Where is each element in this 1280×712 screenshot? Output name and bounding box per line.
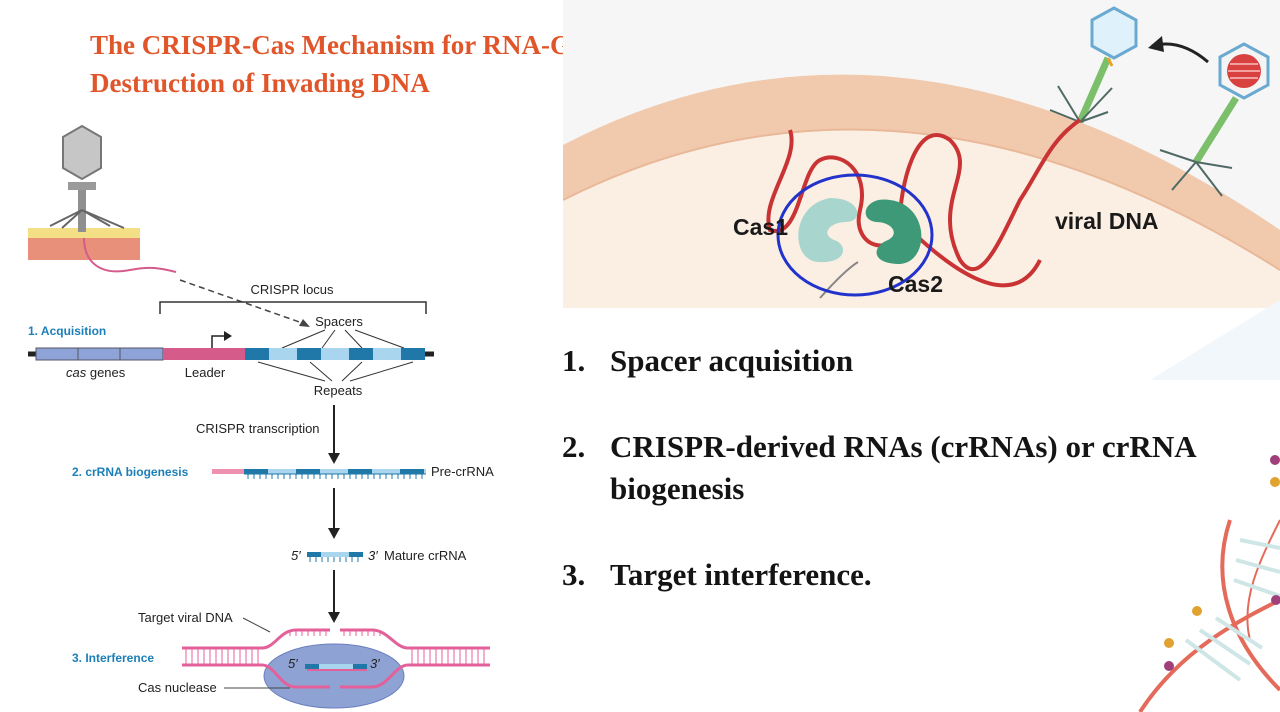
cas-genes-block [35, 347, 164, 361]
mature-3prime: 3′ [368, 548, 378, 563]
slide-title: The CRISPR-Cas Mechanism for RNA-Guided … [90, 26, 770, 102]
title-line-2: Destruction of Invading DNA [90, 68, 430, 98]
decor-dot [1164, 638, 1174, 648]
leader-label: Leader [185, 365, 226, 380]
cas1-label: Cas1 [733, 214, 788, 240]
viral-dna-label: viral DNA [1055, 208, 1159, 234]
pre-crrna-strand [244, 469, 426, 479]
step-number: 2. [562, 429, 586, 464]
mature-5prime: 5′ [291, 548, 301, 563]
bound-crrna [305, 664, 367, 669]
phage-approaching-icon [1159, 42, 1270, 197]
mature-crrna-label: Mature crRNA [384, 548, 467, 563]
phage-injection-icon [28, 124, 177, 273]
phage-docking-icon [1049, 6, 1138, 124]
step-text: Target interference. [610, 557, 872, 592]
step-item: 2. CRISPR-derived RNAs (crRNAs) or crRNA… [562, 426, 1202, 510]
title-line-1: The CRISPR-Cas Mechanism for RNA-Guided [90, 30, 636, 60]
cas1-protein [798, 198, 858, 263]
decor-dot [1270, 455, 1280, 465]
transcription-label: CRISPR transcription [196, 421, 320, 436]
cas-nuclease-label: Cas nuclease [138, 680, 217, 695]
cas2-label: Cas2 [888, 271, 943, 297]
cas-complex-ring [776, 173, 934, 297]
crispr-locus-label: CRISPR locus [250, 282, 334, 297]
repeats-label: Repeats [314, 383, 363, 398]
repeat-spacer-array [245, 348, 425, 360]
pre-crrna-label: Pre-crRNA [431, 464, 494, 479]
bound-5prime: 5′ [288, 656, 298, 671]
mechanism-steps-list: 1. Spacer acquisition 2. CRISPR-derived … [562, 340, 1202, 596]
step-item: 3. Target interference. [562, 554, 1202, 596]
decor-dot [1271, 595, 1280, 605]
cas2-protein [865, 199, 922, 264]
step2-heading: 2. crRNA biogenesis [72, 465, 189, 479]
pre-crrna-leader [212, 469, 244, 474]
decor-dot [1192, 606, 1202, 616]
step1-heading: 1. Acquisition [28, 324, 106, 338]
step-number: 3. [562, 557, 586, 592]
step-text: CRISPR-derived RNAs (crRNAs) or crRNA bi… [610, 429, 1195, 506]
spacers-label: Spacers [315, 314, 363, 329]
target-dna-label: Target viral DNA [138, 610, 233, 625]
decor-dot [1270, 477, 1280, 487]
bound-3prime: 3′ [370, 656, 380, 671]
cas-genes-label: cas genes [66, 365, 126, 380]
step3-heading: 3. Interference [72, 651, 154, 665]
step-text: Spacer acquisition [610, 343, 854, 378]
step-item: 1. Spacer acquisition [562, 340, 1202, 382]
decor-dot [1164, 661, 1174, 671]
cas-nuclease-shape [263, 643, 405, 709]
cell-cytoplasm [563, 129, 1280, 308]
leader-block [163, 348, 245, 360]
mature-crrna-strand [307, 552, 363, 562]
step-number: 1. [562, 343, 586, 378]
